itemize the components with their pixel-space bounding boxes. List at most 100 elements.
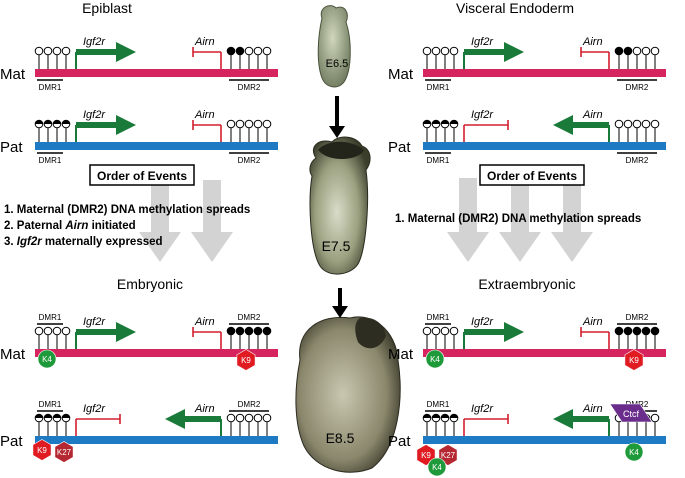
panel-title-visceral-endoderm: Visceral Endoderm (456, 0, 574, 16)
cpg-unmethylated-icon (422, 46, 432, 56)
arrow-head-icon (116, 115, 136, 135)
pat-chromosome-bar (35, 436, 278, 444)
igf2r-active-arrow-icon (75, 42, 136, 69)
stage-arrow-icon (332, 288, 348, 318)
mark-shape (416, 444, 436, 466)
cpg-unmethylated-icon (43, 46, 53, 56)
embryo-dark-lobe (355, 317, 386, 349)
cpg-unmethylated-icon (440, 46, 450, 56)
event-text: maternally expressed (42, 236, 163, 248)
cpg-methylated-icon (226, 46, 236, 56)
mark-label: K9 (241, 356, 251, 365)
cpg-unmethylated-icon (262, 413, 272, 423)
dmr-label: DMR1 (427, 313, 450, 322)
cpg-methylated-icon (632, 326, 642, 336)
cpg-half-icon (52, 413, 62, 423)
igf2r-label: Igf2r (471, 109, 494, 121)
event-gene: Igf2r (17, 236, 42, 248)
cpg-unmethylated-icon (34, 46, 44, 56)
arrow-head-icon (504, 42, 524, 62)
cpg-half-icon (34, 413, 44, 423)
stage-label-e85: E8.5 (326, 430, 355, 446)
dmr-label: DMR2 (626, 313, 649, 322)
cpg-unmethylated-icon (449, 46, 459, 56)
dmr2-cpg-cluster (226, 413, 272, 436)
cpg-unmethylated-icon (431, 326, 441, 336)
cpg-unmethylated-icon (235, 413, 245, 423)
dmr2-annotation: DMR2 (617, 152, 657, 165)
airn-silenced-icon (192, 47, 222, 69)
cpg-unmethylated-icon (641, 119, 651, 129)
cpg-fill (441, 120, 449, 124)
event-text: 3. (4, 236, 17, 248)
cpg-unmethylated-icon (61, 46, 71, 56)
cpg-unmethylated-icon (43, 326, 53, 336)
mark-shape (37, 349, 57, 369)
k27-mark-icon: K27 (54, 441, 74, 463)
mark-shape (624, 442, 644, 462)
pat-allele-label: Pat (0, 433, 23, 450)
mark-label: K27 (441, 451, 456, 460)
order-box-frame (89, 164, 195, 186)
igf2r-label: Igf2r (83, 36, 106, 48)
order-arrow-icon (191, 180, 233, 262)
cpg-fill (44, 414, 52, 418)
airn-active-arrow-icon (553, 409, 610, 436)
event-text: 2. Paternal (4, 220, 65, 232)
mark-shape (438, 444, 458, 466)
cpg-unmethylated-icon (34, 326, 44, 336)
dmr1-cpg-cluster (34, 119, 71, 142)
cpg-fill (53, 120, 61, 124)
cpg-fill (44, 120, 52, 124)
embryo-e85-image (295, 316, 401, 473)
k9-mark-icon: K9 (416, 444, 436, 466)
airn-silenced-icon (192, 327, 222, 349)
cpg-methylated-icon (623, 46, 633, 56)
dmr2-annotation: DMR2 (617, 79, 657, 92)
cpg-fill (432, 120, 440, 124)
cpg-unmethylated-icon (641, 46, 651, 56)
mark-shape (32, 439, 52, 461)
dmr1-cpg-cluster (422, 119, 459, 142)
order-arrow-icon (447, 178, 489, 262)
airn-label: Airn (194, 316, 215, 328)
embryo-e65-image (317, 5, 351, 88)
igf2r-label: Igf2r (83, 109, 106, 121)
dmr-label: DMR2 (238, 83, 261, 92)
dmr1-cpg-cluster (34, 413, 71, 436)
airn-silenced-icon (580, 327, 610, 349)
airn-label: Airn (194, 403, 215, 415)
left-event-2: 2. Paternal Airn initiated (4, 220, 136, 232)
cpg-half-icon (431, 119, 441, 129)
igf2r-active-arrow-icon (75, 322, 136, 349)
dmr-label: DMR2 (626, 156, 649, 165)
cpg-methylated-icon (623, 326, 633, 336)
mark-label: K27 (57, 448, 72, 457)
mark-label: K4 (42, 355, 52, 364)
ctcf-mark-icon: Ctcf (609, 403, 653, 423)
dmr-label: DMR1 (427, 156, 450, 165)
cpg-fill (450, 120, 458, 124)
mark-shape (624, 349, 644, 371)
pat-allele-label: Pat (388, 139, 411, 156)
cpg-unmethylated-icon (623, 119, 633, 129)
cpg-unmethylated-icon (650, 119, 660, 129)
cpg-methylated-icon (641, 326, 651, 336)
stage-arrow-icon (329, 96, 345, 138)
cpg-fill (441, 414, 449, 418)
cpg-unmethylated-icon (449, 326, 459, 336)
cpg-half-icon (440, 119, 450, 129)
mark-label: K4 (629, 448, 639, 457)
cpg-methylated-icon (253, 326, 263, 336)
cpg-methylated-icon (235, 46, 245, 56)
igf2r-label: Igf2r (83, 316, 106, 328)
airn-active-arrow-icon (165, 409, 222, 436)
cpg-unmethylated-icon (61, 326, 71, 336)
embryo-layer (295, 5, 401, 473)
dmr-label: DMR1 (39, 83, 62, 92)
order-arrow-icon (499, 178, 541, 262)
